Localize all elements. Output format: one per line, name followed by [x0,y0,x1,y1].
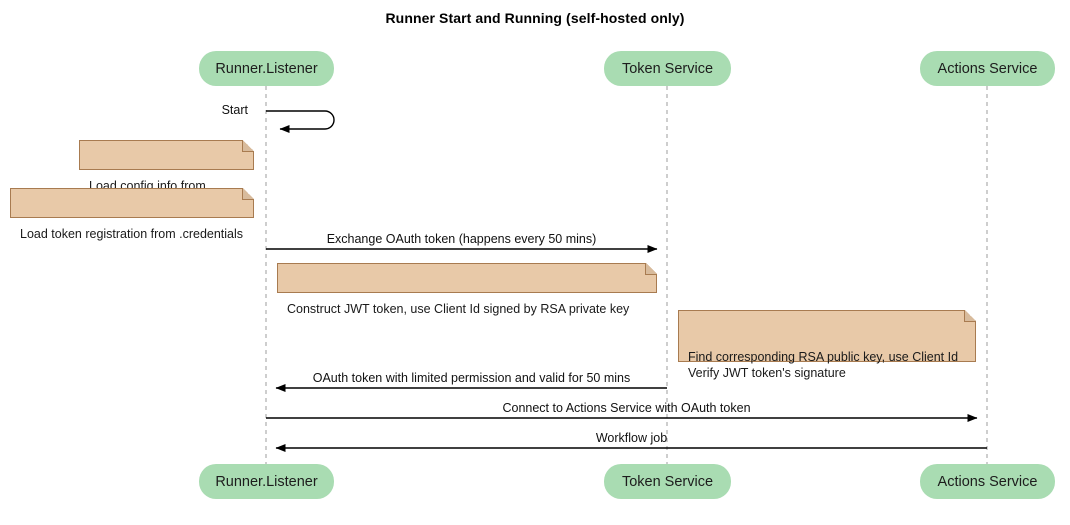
participant-footer-token-service[interactable]: Token Service [604,464,731,499]
note-text: Load token registration from .credential… [20,227,244,241]
diagram-title: Runner Start and Running (self-hosted on… [385,10,685,26]
participant-header-runner[interactable]: Runner.Listener [199,51,334,86]
message-label-oauth-token-response: OAuth token with limited permission and … [312,371,631,385]
message-label-connect-actions-service: Connect to Actions Service with OAuth to… [502,401,751,415]
participant-header-actions-service[interactable]: Actions Service [920,51,1055,86]
message-label-workflow-job: Workflow job [595,431,668,445]
note-fold-icon [242,188,254,200]
note-load-token-registration: Load token registration from .credential… [10,188,254,241]
message-label-start: Start [221,103,248,117]
participant-label: Runner.Listener [215,473,318,490]
participant-footer-runner[interactable]: Runner.Listener [199,464,334,499]
participant-label: Actions Service [937,473,1038,490]
participant-label: Actions Service [937,60,1038,77]
message-label-exchange-oauth-token: Exchange OAuth token (happens every 50 m… [326,232,597,246]
note-construct-jwt: Construct JWT token, use Client Id signe… [277,263,657,316]
participant-label: Runner.Listener [215,60,318,77]
note-fold-icon [964,310,976,322]
participant-header-token-service[interactable]: Token Service [604,51,731,86]
note-text: Construct JWT token, use Client Id signe… [287,302,630,316]
participant-label: Token Service [621,60,714,77]
note-text: Find corresponding RSA public key, use C… [688,350,959,380]
note-fold-icon [242,140,254,152]
note-load-config: Load config info from .runner [79,140,254,209]
participant-label: Token Service [621,473,714,490]
message-arrow-start [266,110,335,133]
note-verify-jwt: Find corresponding RSA public key, use C… [678,310,976,380]
note-fold-icon [645,263,657,275]
participant-footer-actions-service[interactable]: Actions Service [920,464,1055,499]
